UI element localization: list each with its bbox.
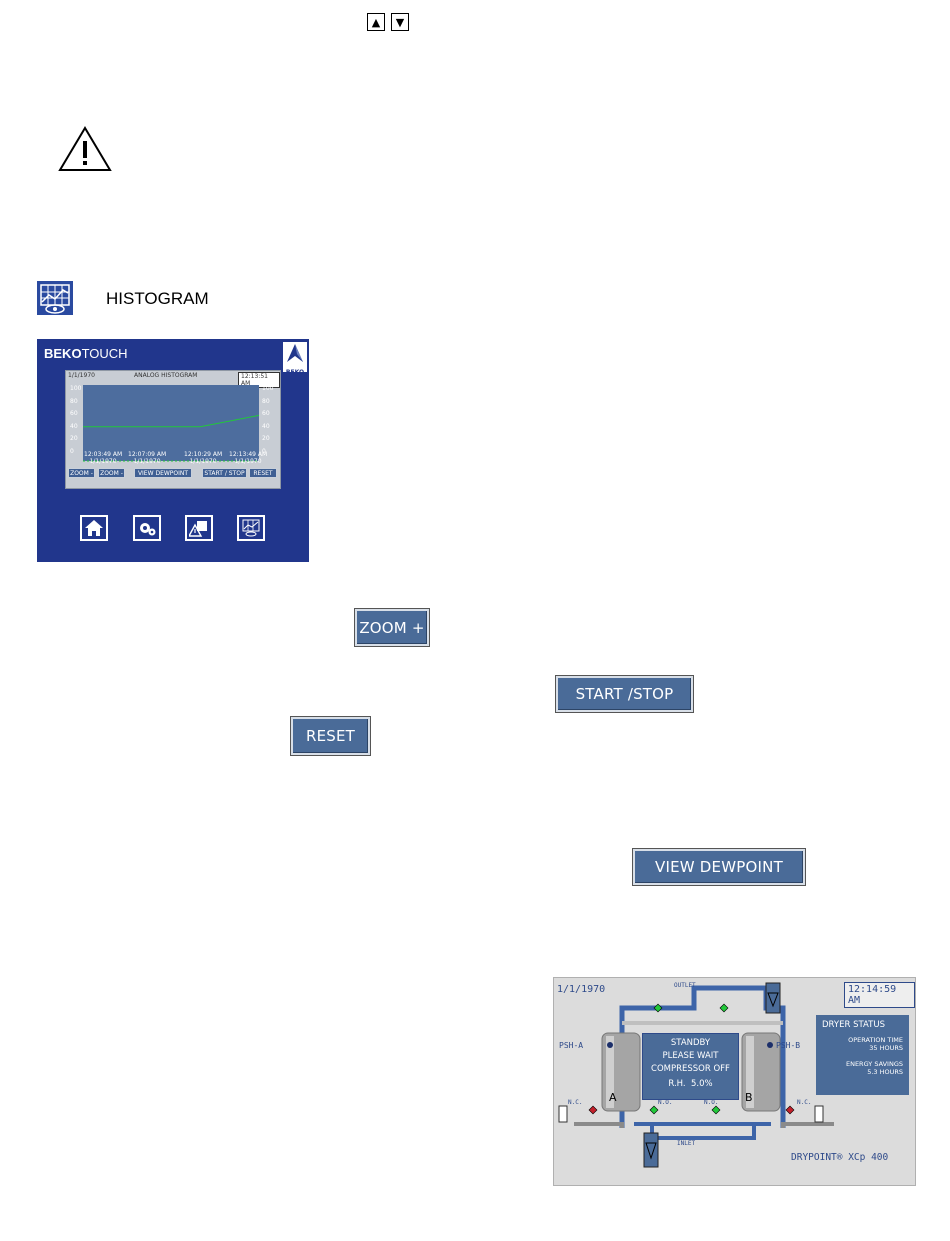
right-tick: 40 <box>262 422 270 430</box>
histogram-plot <box>83 385 260 462</box>
alarm-icon <box>189 521 207 537</box>
histogram-heading: HISTOGRAM <box>106 289 209 308</box>
operation-time-value: 35 HOURS <box>869 1044 903 1052</box>
dryer-status-screen: 1/1/1970 12:14:59 AM OUTLET INLET PSH-A <box>553 977 916 1186</box>
reset-button[interactable]: RESET <box>290 716 371 756</box>
status-line: PLEASE WAIT <box>662 1051 719 1061</box>
settings-nav-button[interactable] <box>133 515 161 541</box>
up-arrow-icon: ▲ <box>371 15 381 29</box>
start-stop-button[interactable]: START /STOP <box>555 675 694 713</box>
inlet-label: INLET <box>677 1140 696 1147</box>
right-axis-ticks: 100 80 60 40 20 0 <box>262 383 273 459</box>
status-line: COMPRESSOR OFF <box>651 1064 730 1074</box>
panel-reset-button[interactable]: RESET <box>249 468 277 478</box>
x-label-time: 12:03:49 AM <box>84 451 123 458</box>
alarm-nav-button[interactable] <box>185 515 213 541</box>
left-tick: 80 <box>70 397 78 405</box>
panel-view-dewpoint-button[interactable]: VIEW DEWPOINT <box>134 468 192 478</box>
beko-touch-panel: BEKOTOUCH BEKO 1/1/1970 ANALOG HISTOGRAM… <box>37 339 309 562</box>
warning-icon <box>58 126 112 171</box>
x-label-time: 12:10:29 AM <box>184 451 223 458</box>
left-tick: 20 <box>70 435 78 443</box>
x-label-date: 1/1/1970 <box>189 458 217 465</box>
histogram-icon <box>242 519 260 537</box>
operation-time-label: OPERATION TIME <box>848 1036 903 1044</box>
model-label: DRYPOINT® XCp 400 <box>791 1152 889 1163</box>
right-tick: 20 <box>262 435 270 443</box>
panel-zoom-second-button[interactable]: ZOOM - <box>98 468 125 478</box>
chart-date: 1/1/1970 <box>68 372 95 379</box>
psh-a-label: PSH-A <box>559 1041 584 1050</box>
no-right-label: N.O. <box>704 1099 719 1106</box>
nc-right-label: N.C. <box>797 1099 812 1106</box>
chart-title: ANALOG HISTOGRAM <box>134 372 198 379</box>
no-left-label: N.O. <box>658 1099 673 1106</box>
tower-b-label: B <box>745 1091 753 1104</box>
right-tick: 0 <box>262 447 266 455</box>
dryer-status-panel: DRYER STATUS OPERATION TIME 35 HOURS ENE… <box>816 1015 909 1095</box>
home-nav-button[interactable] <box>80 515 108 541</box>
x-label-time: 12:13:49 AM <box>229 451 268 458</box>
tower-a-label: A <box>609 1091 617 1104</box>
dryer-time: 12:14:59 AM <box>844 982 915 1008</box>
brand-bold: BEKO <box>44 346 82 361</box>
histogram-section-icon <box>37 281 73 315</box>
histogram-nav-button[interactable] <box>237 515 265 541</box>
left-axis-ticks: 100 80 60 40 20 0 <box>70 383 81 459</box>
rh-label: R.H. <box>668 1079 686 1089</box>
x-label-time: 12:07:09 AM <box>128 451 167 458</box>
x-label-date: 1/1/1970 <box>234 458 262 465</box>
psh-b-label: PSH-B <box>776 1041 801 1050</box>
brand-title: BEKOTOUCH <box>44 346 128 361</box>
right-tick: 100 <box>262 385 274 392</box>
up-arrow-button[interactable]: ▲ <box>367 13 385 31</box>
view-dewpoint-button[interactable]: VIEW DEWPOINT <box>632 848 806 886</box>
right-tick: 60 <box>262 410 270 418</box>
zoom-plus-button[interactable]: ZOOM + <box>354 608 430 647</box>
status-line: STANDBY <box>670 1038 711 1048</box>
brand-light: TOUCH <box>81 346 128 361</box>
beko-logo: BEKO <box>283 342 307 376</box>
histogram-series-line <box>83 414 260 428</box>
x-label-date: 1/1/1970 <box>89 458 117 465</box>
panel-start-stop-button[interactable]: START / STOP <box>202 468 247 478</box>
home-icon <box>85 520 103 536</box>
outlet-label: OUTLET <box>674 982 696 989</box>
left-tick: 0 <box>70 447 74 455</box>
dryer-status-title: DRYER STATUS <box>822 1020 885 1030</box>
energy-savings-label: ENERGY SAVINGS <box>845 1060 903 1068</box>
dryer-piping-diagram <box>558 982 834 1168</box>
panel-zoom-minus-button[interactable]: ZOOM - <box>68 468 95 478</box>
down-arrow-button[interactable]: ▼ <box>391 13 409 31</box>
energy-savings-value: 5.3 HOURS <box>867 1068 903 1076</box>
nc-left-label: N.C. <box>568 1099 583 1106</box>
status-box: STANDBY PLEASE WAIT COMPRESSOR OFF R.H. … <box>642 1033 739 1100</box>
dryer-date: 1/1/1970 <box>557 984 606 995</box>
down-arrow-icon: ▼ <box>395 15 405 29</box>
rh-value: 5.0% <box>691 1079 713 1089</box>
left-tick: 60 <box>70 410 78 418</box>
logo-text: BEKO <box>285 369 305 376</box>
left-tick: 40 <box>70 422 78 430</box>
x-label-date: 1/1/1970 <box>133 458 161 465</box>
gears-icon <box>140 523 156 536</box>
left-tick: 100 <box>70 385 82 392</box>
right-tick: 80 <box>262 397 270 405</box>
histogram-chart-frame: 1/1/1970 ANALOG HISTOGRAM 12:13:51 AM 10… <box>65 370 281 489</box>
rh-row: R.H. 5.0% <box>643 1078 738 1091</box>
